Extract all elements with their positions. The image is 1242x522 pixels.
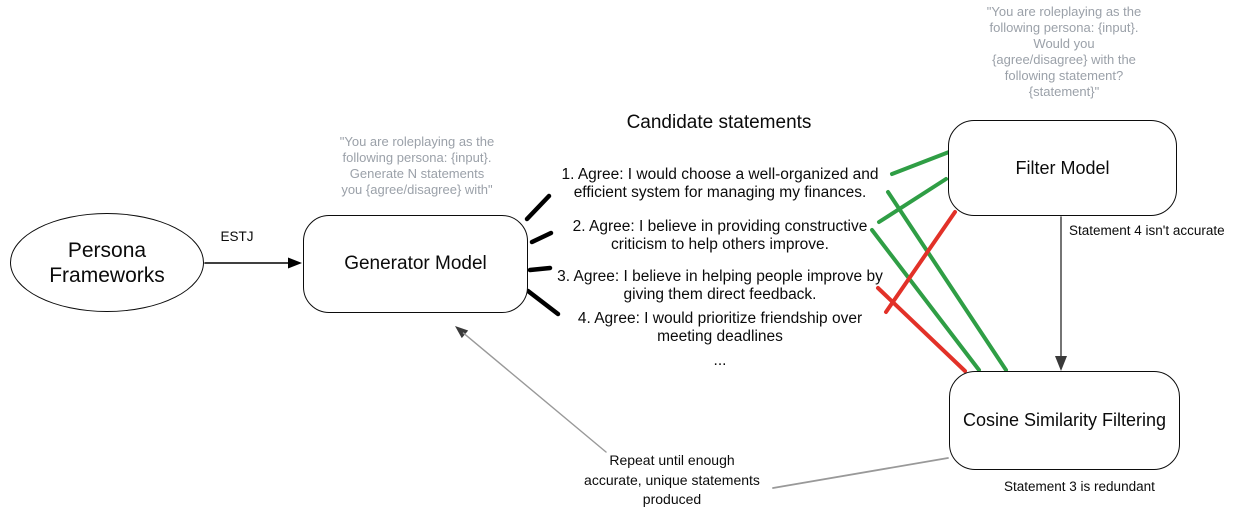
node-filter-model: Filter Model (948, 120, 1177, 216)
candidate-statement-1: 1. Agree: I would choose a well-organize… (561, 166, 879, 201)
filter-reject-statement4-link (884, 210, 957, 314)
candidate-statement-2: 2. Agree: I believe in providing constru… (572, 218, 868, 253)
cosine-similarity-filtering-label: Cosine Similarity Filtering (962, 410, 1167, 430)
filter-prompt-text: "You are roleplaying as the following pe… (986, 4, 1142, 99)
generator-prompt-text: "You are roleplaying as the following pe… (339, 134, 495, 197)
statement3-to-cosine-reject-link (876, 286, 967, 373)
cosine-rejection-note: Statement 3 is redundant (1004, 479, 1155, 494)
statement2-to-cosine-accept-link (870, 228, 981, 372)
candidate-statements-title: Candidate statements (626, 112, 812, 133)
generator-model-label: Generator Model (344, 253, 487, 274)
node-generator-model: Generator Model (303, 215, 528, 313)
filter-to-cosine-arrow (1055, 216, 1067, 371)
statement1-to-filter-accept-link (890, 150, 951, 176)
filter-rejection-note: Statement 4 isn't accurate (1069, 223, 1225, 238)
generator-output-tick-1 (524, 193, 552, 222)
node-persona-frameworks: Persona Frameworks (10, 213, 204, 312)
candidate-statement-4: 4. Agree: I would prioritize friendship … (577, 310, 863, 345)
statement2-to-filter-accept-link (877, 177, 948, 224)
estj-edge-label: ESTJ (220, 229, 254, 244)
persona-to-generator-arrow (204, 257, 302, 269)
cosine-to-repeat-connector (772, 457, 949, 489)
filter-model-label: Filter Model (1015, 157, 1110, 178)
repeat-to-generator-arrow (455, 326, 607, 453)
generator-output-tick-4 (525, 288, 561, 317)
node-cosine-similarity-filtering: Cosine Similarity Filtering (949, 371, 1180, 470)
candidate-statement-3: 3. Agree: I believe in helping people im… (557, 268, 883, 303)
repeat-loop-note: Repeat until enough accurate, unique sta… (584, 452, 760, 507)
candidate-statements-ellipsis: ... (713, 352, 727, 369)
generator-output-tick-3 (527, 265, 553, 273)
statement1-to-cosine-accept-link (886, 190, 1008, 372)
generator-output-tick-2 (529, 230, 554, 245)
persona-frameworks-label: Persona Frameworks (49, 238, 165, 287)
